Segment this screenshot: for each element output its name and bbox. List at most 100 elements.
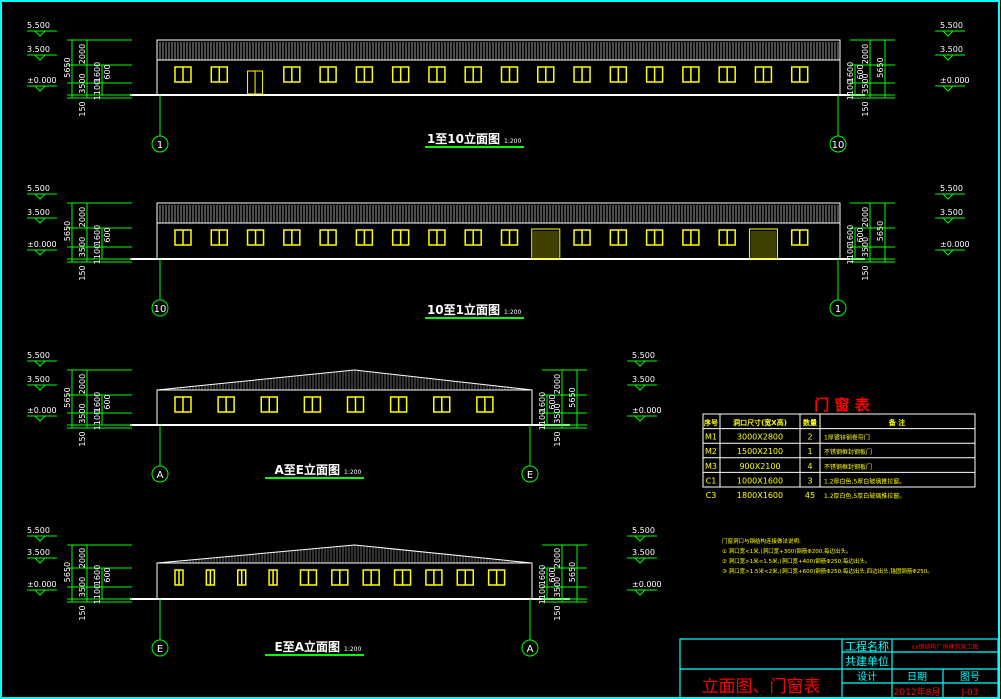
note-line: ① 洞口宽<1米,(洞口宽+300)钢筋Φ200,每边出头。: [722, 547, 852, 555]
dim-text: 2000: [78, 548, 87, 568]
dim-text: 3500: [78, 403, 87, 423]
schedule-cell: 2: [807, 433, 812, 442]
level-label: 3.500: [940, 45, 963, 54]
level-marker: [34, 535, 46, 542]
schedule-cell: C1: [706, 476, 717, 485]
dim-text: 1600: [93, 225, 102, 245]
schedule-cell: M2: [705, 447, 717, 456]
axis-bubble: [151, 639, 169, 657]
roof: [156, 39, 841, 61]
schedule-cell: C3: [706, 491, 717, 500]
dim-text: 1100: [93, 410, 102, 430]
note-line: ③ 洞口宽>1.5米<2米,(洞口宽+600)钢筋Φ250,每边出头,四边出头,…: [722, 567, 933, 575]
dim-text: 5650: [568, 387, 577, 407]
schedule-cell: M1: [705, 433, 717, 442]
level-label: 5.500: [27, 21, 50, 30]
level-label: ±0.000: [940, 240, 970, 249]
level-label: ±0.000: [27, 580, 57, 589]
dim-text: 1600: [93, 565, 102, 585]
elevation-title: A至E立面图: [275, 462, 341, 477]
level-marker: [34, 384, 46, 391]
level-label: 5.500: [940, 21, 963, 30]
dim-text: 3500: [861, 73, 870, 93]
axis-bubble: [151, 299, 169, 317]
wall: [156, 59, 841, 96]
dim-text: 3500: [553, 577, 562, 597]
level-label: 5.500: [27, 351, 50, 360]
schedule-cell: 1: [807, 447, 812, 456]
dim-text: 2000: [78, 44, 87, 64]
schedule-header: 序号: [703, 418, 718, 427]
dim-text: 600: [856, 227, 865, 242]
note-line: 门窗洞口与钢结构连接做法说明:: [722, 537, 801, 545]
level-marker: [942, 217, 954, 224]
schedule-cell: 1000X1600: [737, 476, 783, 485]
project-value: xx钢结构厂房建筑施工图: [911, 643, 978, 651]
dim-text: 5650: [63, 562, 72, 582]
dim-text: 1600: [538, 565, 547, 585]
rolling-door-slats: [750, 231, 777, 259]
dim-text: 5650: [63, 221, 72, 241]
rolling-door: [531, 228, 561, 260]
dim-text: 1100: [93, 80, 102, 100]
schedule-header: 备 注: [888, 418, 905, 427]
dim-text: 600: [103, 567, 112, 582]
schedule-cell: 1.2厚白色,5厚白玻璃推拉窗。: [824, 492, 905, 500]
roof: [156, 202, 841, 224]
level-label: ±0.000: [27, 240, 57, 249]
date-value: 2012年8月: [894, 686, 941, 698]
level-marker: [34, 589, 46, 596]
level-label: ±0.000: [27, 76, 57, 85]
axis-label: A: [527, 644, 534, 655]
dim-text: 5650: [63, 57, 72, 77]
schedule-cell: 不锈钢框封钢板门: [824, 463, 872, 471]
level-marker: [942, 193, 954, 200]
axis-bubble: [829, 299, 847, 317]
axis-label: 1: [835, 304, 841, 315]
wall: [156, 222, 841, 260]
dim-text: 1100: [538, 584, 547, 604]
dim-text: 5650: [876, 221, 885, 241]
level-label: 5.500: [27, 526, 50, 535]
level-label: 3.500: [27, 208, 50, 217]
level-marker: [634, 589, 646, 596]
axis-label: 1: [157, 140, 163, 151]
schedule-cell: 不锈钢框封钢板门: [824, 448, 872, 456]
dim-text: 150: [553, 605, 562, 620]
number-value: J-03: [960, 688, 978, 698]
level-label: 3.500: [27, 548, 50, 557]
dim-text: 150: [553, 431, 562, 446]
dim-text: 1100: [93, 584, 102, 604]
level-label: ±0.000: [940, 76, 970, 85]
level-label: 5.500: [632, 526, 655, 535]
level-label: 5.500: [940, 184, 963, 193]
level-marker: [634, 557, 646, 564]
owner-label: 共建单位: [845, 654, 889, 668]
rolling-door: [748, 228, 778, 260]
rolling-door-slats: [532, 231, 559, 259]
gable-roof: [156, 369, 533, 391]
dim-text: 1600: [846, 62, 855, 82]
schedule-title: 门 窗 表: [814, 396, 870, 414]
project-label: 工程名称: [845, 639, 889, 653]
dim-text: 3500: [78, 237, 87, 257]
level-marker: [34, 415, 46, 422]
level-marker: [34, 217, 46, 224]
dim-text: 2000: [78, 374, 87, 394]
dim-text: 2000: [861, 207, 870, 227]
axis-label: 10: [832, 140, 845, 151]
dim-text: 150: [861, 101, 870, 116]
dim-text: 150: [78, 605, 87, 620]
level-marker: [34, 193, 46, 200]
level-label: ±0.000: [632, 580, 662, 589]
dim-text: 3500: [553, 403, 562, 423]
level-marker: [942, 85, 954, 92]
dim-text: 2000: [553, 548, 562, 568]
level-label: ±0.000: [27, 406, 57, 415]
